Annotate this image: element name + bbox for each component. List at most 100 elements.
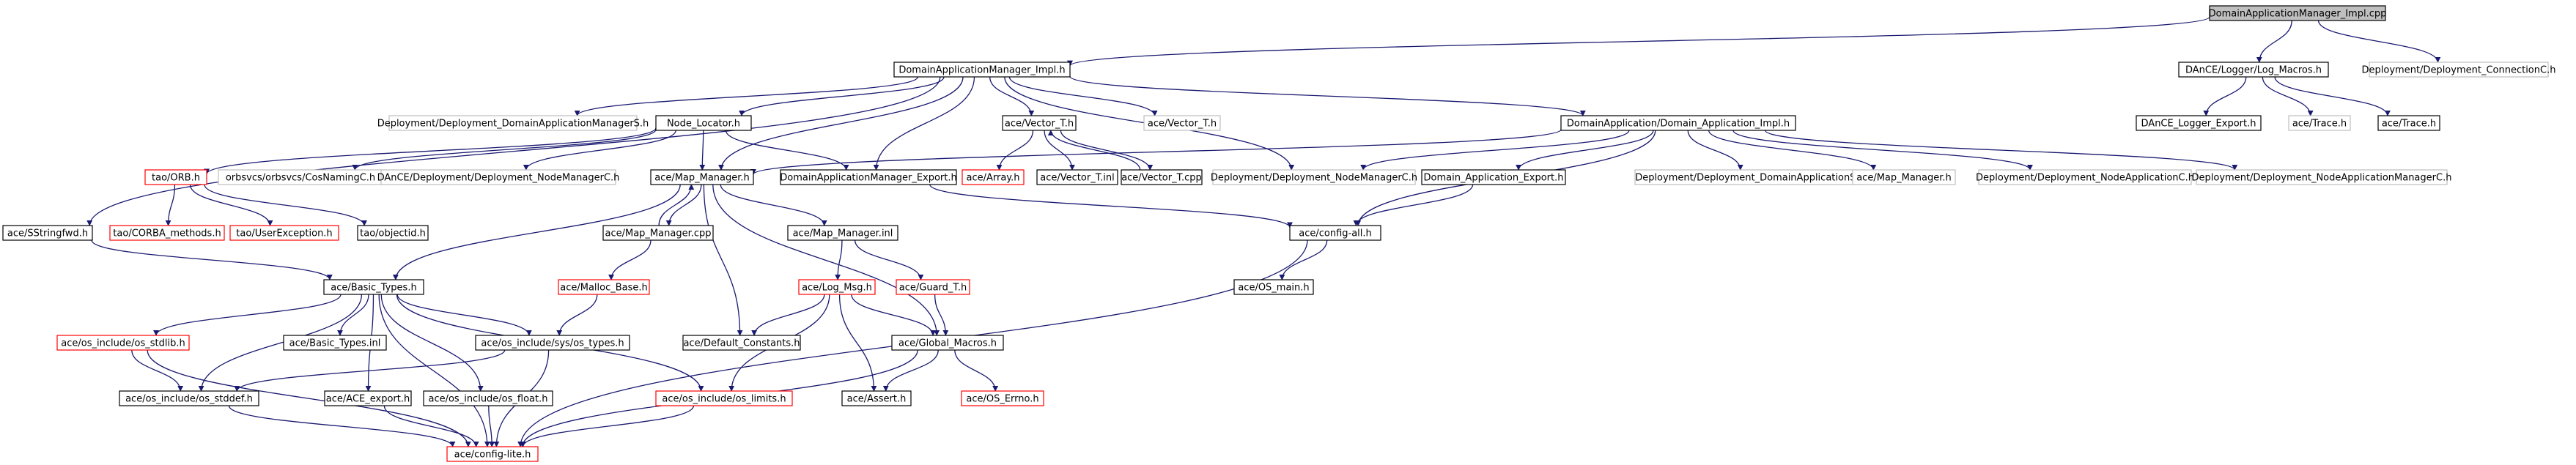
node-global-macros[interactable]: ace/Global_Macros.h	[891, 335, 1004, 351]
node-config-all[interactable]: ace/config-all.h	[1289, 225, 1381, 241]
node-label: Domain_Application_Export.h	[1423, 173, 1563, 184]
node-ace-sstringfwd[interactable]: ace/SStringfwd.h	[2, 225, 93, 241]
node-box	[1560, 115, 1796, 131]
edge-dam_export-to-config_all	[929, 184, 1293, 228]
node-node-locator[interactable]: Node_Locator.h	[655, 115, 752, 131]
node-tao-objectid[interactable]: tao/objectid.h	[357, 225, 429, 241]
edge-domain_app_impl-to-dep_nac	[1732, 130, 2033, 171]
edge-map_manager_h-to-basic_types_h	[392, 184, 681, 280]
edge-map_manager_h-to-map_manager_inl	[720, 184, 827, 226]
node-guard-t[interactable]: ace/Guard_T.h	[896, 279, 970, 295]
node-dance-logger-export[interactable]: DAnCE_Logger_Export.h	[2136, 115, 2262, 131]
edge-dam_impl_h-to-node_locator	[739, 76, 945, 116]
node-tao-user-exception[interactable]: tao/UserException.h	[229, 225, 339, 241]
node-map-manager-h[interactable]: ace/Map_Manager.h	[650, 169, 754, 185]
edge-ace_export-to-config_lite	[383, 405, 479, 447]
node-label: tao/ORB.h	[152, 173, 200, 184]
node-cos-naming: orbsvcs/orbsvcs/CosNamingC.h	[218, 169, 383, 185]
node-malloc-base[interactable]: ace/Malloc_Base.h	[558, 279, 650, 295]
edge-domain_app_impl-to-ace_map_manager_ext	[1708, 130, 1877, 171]
node-map-manager-inl[interactable]: ace/Map_Manager.inl	[787, 225, 898, 241]
edge-log_macros-to-dance_logger_export	[2203, 76, 2247, 116]
node-dep-nmc: Deployment/Deployment_NodeManagerC.h	[1211, 169, 1417, 185]
node-root[interactable]: DomainApplicationManager_Impl.cpp	[2209, 5, 2387, 21]
edge-dam_impl_h-to-vector_t_h	[989, 76, 1035, 116]
edge-log_msg-to-global_macros	[851, 294, 937, 336]
node-label: ace/os_include/os_limits.h	[662, 394, 786, 405]
node-map-manager-cpp[interactable]: ace/Map_Manager.cpp	[602, 225, 714, 241]
node-box	[357, 225, 429, 241]
node-os-errno[interactable]: ace/OS_Errno.h	[961, 390, 1044, 406]
node-box	[962, 169, 1025, 185]
node-box	[1212, 169, 1416, 185]
edge-basic_types_h-to-os_stddef	[198, 294, 363, 392]
node-label: ace/ACE_export.h	[326, 394, 410, 405]
node-ace-export[interactable]: ace/ACE_export.h	[324, 390, 412, 406]
node-label: ace/Map_Manager.inl	[793, 228, 893, 239]
edge-log_msg-to-ace_assert	[838, 294, 877, 392]
edge-tao_orb-to-tao_objectid	[204, 184, 367, 226]
node-log-msg[interactable]: ace/Log_Msg.h	[798, 279, 876, 295]
node-label: Deployment/Deployment_DomainApplicationM…	[377, 119, 649, 130]
edge-global_macros-to-os_errno	[954, 349, 999, 392]
node-label: ace/Map_Manager.h	[1856, 173, 1952, 184]
node-os-main[interactable]: ace/OS_main.h	[1233, 279, 1314, 295]
edge-map_manager_h-to-map_manager_cpp	[665, 184, 702, 226]
node-basic-types-inl[interactable]: ace/Basic_Types.inl	[283, 335, 387, 351]
node-os-stdlib[interactable]: ace/os_include/os_stdlib.h	[56, 335, 190, 351]
edge-map_manager_cpp-to-malloc_base	[608, 239, 652, 280]
node-default-constants[interactable]: ace/Default_Constants.h	[682, 335, 801, 351]
node-box	[2178, 62, 2329, 78]
edge-basic_types_h-to-basic_types_inl	[336, 294, 369, 336]
edge-basic_types_h-to-os_stdlib	[153, 294, 342, 336]
node-ace-trace2[interactable]: ace/Trace.h	[2377, 115, 2440, 131]
node-label: ace/OS_Errno.h	[966, 394, 1038, 405]
node-box	[2209, 5, 2386, 21]
edge-dam_impl_h-to-vector_t_h2	[1008, 76, 1158, 116]
edge-basic_types_h-to-os_float	[380, 294, 484, 392]
node-label: ace/config-all.h	[1299, 228, 1372, 239]
node-box	[896, 279, 970, 295]
node-dom-app-export[interactable]: Domain_Application_Export.h	[1421, 169, 1566, 185]
edge-root-to-dam_impl_h	[1067, 16, 2210, 67]
node-os-limits[interactable]: ace/os_include/os_limits.h	[655, 390, 793, 406]
edge-map_manager_cpp-to-map_manager_h	[658, 184, 695, 226]
node-dam-impl-h[interactable]: DomainApplicationManager_Impl.h	[893, 62, 1071, 78]
node-vector-t-inl[interactable]: ace/Vector_T.inl	[1036, 169, 1118, 185]
node-log-macros[interactable]: DAnCE/Logger/Log_Macros.h	[2178, 62, 2329, 78]
node-dance-nmc: DAnCE/Deployment/Deployment_NodeManagerC…	[377, 169, 619, 185]
node-vector-t-cpp[interactable]: ace/Vector_T.cpp	[1121, 169, 1203, 185]
node-domain-app-impl[interactable]: DomainApplication/Domain_Application_Imp…	[1560, 115, 1796, 131]
node-box	[56, 335, 190, 351]
node-tao-orb[interactable]: tao/ORB.h	[144, 169, 207, 185]
node-dep-connC: Deployment/Deployment_ConnectionC.h	[2362, 62, 2556, 78]
edge-dam_impl_h-to-map_manager_h	[718, 76, 964, 171]
node-box	[2, 225, 93, 241]
edge-dam_impl_h-to-ace_sstringfwd	[86, 76, 941, 226]
node-label: ace/Guard_T.h	[899, 283, 967, 294]
edge-basic_types_h-to-config_lite	[378, 294, 490, 447]
node-label: Deployment/Deployment_NodeApplicationMan…	[2192, 173, 2452, 184]
node-basic-types-h[interactable]: ace/Basic_Types.h	[323, 279, 424, 295]
node-box	[558, 279, 650, 295]
node-os-stddef[interactable]: ace/os_include/os_stddef.h	[119, 390, 259, 406]
edge-node_locator-to-dance_nmc	[523, 130, 676, 171]
node-ace-assert[interactable]: ace/Assert.h	[841, 390, 912, 406]
node-box	[109, 225, 225, 241]
node-box	[841, 390, 912, 406]
node-box	[1852, 169, 1956, 185]
node-box	[2377, 115, 2440, 131]
edge-malloc_base-to-os_types	[556, 294, 598, 336]
node-box	[961, 390, 1044, 406]
node-label: Node_Locator.h	[667, 119, 740, 130]
node-os-types[interactable]: ace/os_include/sys/os_types.h	[475, 335, 630, 351]
node-label: Deployment/Deployment_ConnectionC.h	[2362, 65, 2556, 76]
node-os-float[interactable]: ace/os_include/os_float.h	[423, 390, 553, 406]
node-config-lite[interactable]: ace/config-lite.h	[446, 446, 539, 462]
node-label: ace/Trace.h	[2292, 119, 2347, 130]
node-vector-t-h[interactable]: ace/Vector_T.h	[1002, 115, 1077, 131]
node-ace-array[interactable]: ace/Array.h	[962, 169, 1025, 185]
node-dam-export[interactable]: DomainApplicationManager_Export.h	[780, 169, 957, 185]
edge-os_float-to-config_lite	[488, 405, 495, 447]
node-tao-corba-methods[interactable]: tao/CORBA_methods.h	[109, 225, 225, 241]
